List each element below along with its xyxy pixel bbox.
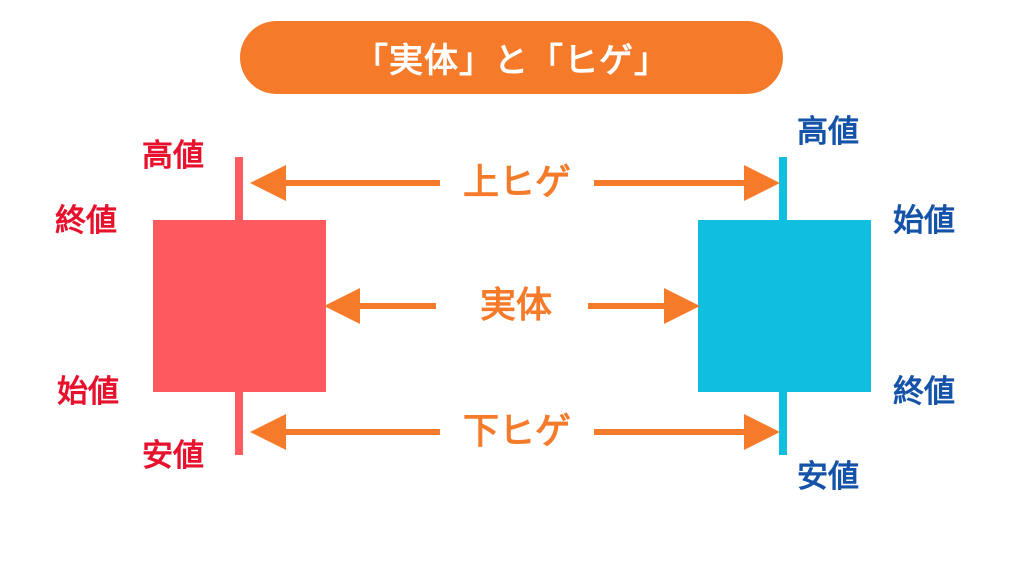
right-close-label: 終値 — [893, 374, 955, 410]
right-high-label: 高値 — [797, 114, 859, 150]
left-close-label: 終値 — [55, 203, 117, 239]
left-open-label: 始値 — [57, 374, 119, 410]
left-candle-body — [153, 220, 326, 392]
right-open-label: 始値 — [893, 203, 955, 239]
left-low-label: 安値 — [142, 438, 204, 474]
page-title: 「実体」と「ヒゲ」 — [240, 21, 783, 94]
upper-shadow-label: 上ヒゲ — [440, 161, 594, 205]
body-label: 実体 — [479, 285, 552, 326]
right-candle-body — [698, 220, 871, 392]
lower-shadow-label: 下ヒゲ — [440, 410, 594, 454]
left-high-label: 高値 — [142, 138, 204, 174]
right-low-label: 安値 — [797, 459, 859, 495]
